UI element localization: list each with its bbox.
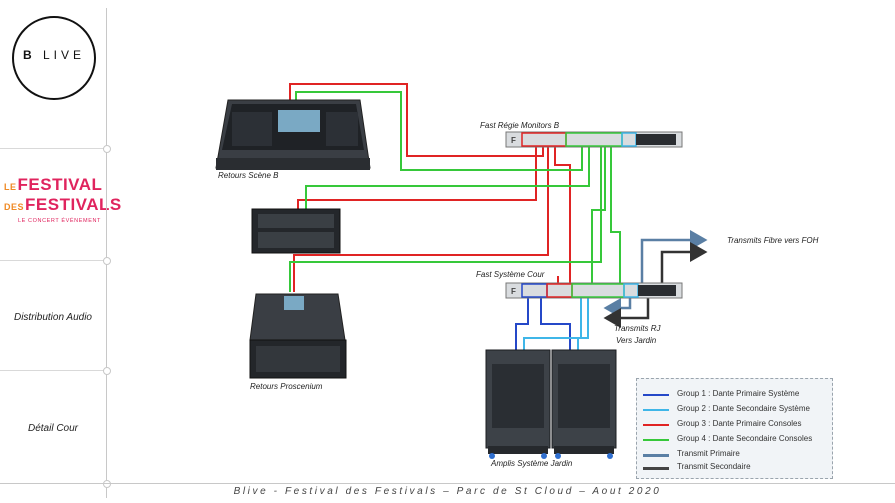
console-retours-scene-b — [215, 99, 371, 170]
legend-item: Group 2 : Dante Secondaire Système — [643, 404, 828, 416]
legend-swatch — [643, 394, 669, 396]
rack-stagebox — [251, 208, 341, 254]
legend-swatch — [643, 454, 669, 457]
legend-swatch — [643, 409, 669, 411]
sidebar-divider — [0, 370, 106, 371]
divider-knot — [103, 145, 111, 153]
sidebar-border — [106, 8, 107, 498]
cables-group-4 — [289, 91, 621, 292]
amp-rack-left — [485, 349, 551, 459]
console-retours-proscenium — [249, 293, 347, 379]
legend-item: Group 3 : Dante Primaire Consoles — [643, 419, 828, 431]
legend: Group 1 : Dante Primaire Système Group 2… — [636, 378, 833, 479]
legend-label: Transmit Primaire — [677, 449, 740, 458]
blive-logo-text: B LIVE — [22, 48, 86, 62]
rack-fast-regie: F — [505, 131, 683, 148]
footer-rule — [0, 483, 895, 484]
label-transmits-rj: Transmits RJ — [614, 324, 662, 333]
label-vers-jardin: Vers Jardin — [616, 336, 657, 345]
legend-label: Group 3 : Dante Primaire Consoles — [677, 419, 802, 428]
label-fast-systeme: Fast Système Cour — [476, 270, 545, 279]
section-detail-cour: Détail Cour — [27, 423, 79, 434]
legend-item: Transmit Secondaire — [643, 462, 828, 474]
divider-knot — [103, 480, 111, 488]
legend-item: Group 4 : Dante Secondaire Consoles — [643, 434, 828, 446]
legend-label: Group 1 : Dante Primaire Système — [677, 389, 800, 398]
legend-label: Transmit Secondaire — [677, 462, 751, 471]
label-fast-regie: Fast Régie Monitors B — [480, 121, 560, 130]
legend-item: Transmit Primaire — [643, 449, 828, 461]
label-retours-proscenium: Retours Proscenium — [250, 382, 323, 391]
legend-label: Group 4 : Dante Secondaire Consoles — [677, 434, 813, 443]
footer-text: Blive - Festival des Festivals – Parc de… — [233, 486, 662, 497]
legend-swatch — [643, 424, 669, 426]
amp-rack-right — [551, 349, 617, 459]
sidebar-divider — [0, 148, 106, 149]
festival-logo: LEFESTIVAL DESFESTIVALS LE CONCERT ÉVÉNE… — [4, 175, 122, 224]
legend-swatch — [643, 439, 669, 441]
legend-label: Group 2 : Dante Secondaire Système — [677, 404, 810, 413]
label-transmits-fibre: Transmits Fibre vers FOH — [727, 236, 819, 245]
rack-letter: F — [511, 287, 516, 296]
label-retours-scene-b: Retours Scène B — [218, 171, 279, 180]
section-distribution-audio: Distribution Audio — [13, 312, 92, 323]
legend-item: Group 1 : Dante Primaire Système — [643, 389, 828, 401]
network-diagram: F F Retours Scène B Fast Régie Monitors … — [215, 83, 819, 468]
rack-fast-systeme: F — [505, 282, 683, 299]
sidebar: B LIVE LEFESTIVAL DESFESTIVALS LE CONCER… — [0, 0, 122, 503]
legend-swatch — [643, 467, 669, 470]
label-amplis: Amplis Système Jardin — [490, 459, 573, 468]
blive-logo: B LIVE — [12, 16, 96, 100]
divider-knot — [103, 367, 111, 375]
rack-letter: F — [511, 136, 516, 145]
divider-knot — [103, 257, 111, 265]
sidebar-divider — [0, 260, 106, 261]
